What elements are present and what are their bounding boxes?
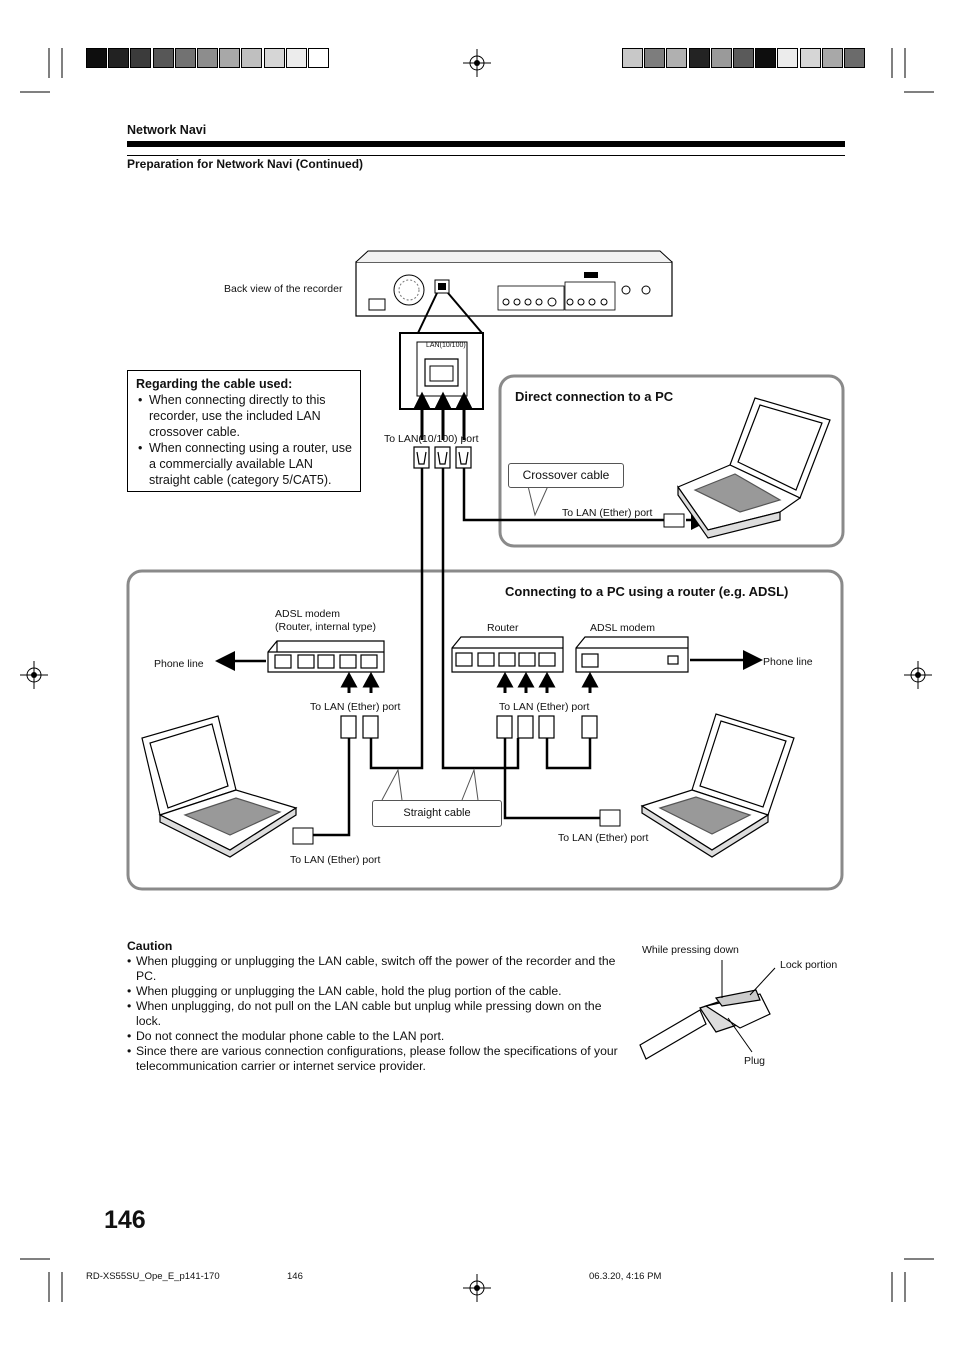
footer-file-name: RD-XS55SU_Ope_E_p141-170 (86, 1271, 220, 1282)
lock-portion-label: Lock portion (780, 959, 838, 971)
color-swatch (174, 48, 196, 68)
header-rule (127, 141, 845, 147)
laptop-left (141, 715, 298, 858)
adsl-modem-internal (267, 640, 385, 673)
list-item: Do not connect the modular phone cable t… (127, 1029, 622, 1044)
list-item: When connecting directly to this recorde… (136, 392, 354, 440)
lan-port-zoom (399, 332, 484, 410)
lan-port-tag: LAN(10/100) (426, 342, 466, 349)
color-swatch (688, 48, 710, 68)
list-item: Since there are various connection confi… (127, 1044, 622, 1074)
color-swatch (308, 48, 329, 68)
phone-line-left-label: Phone line (154, 658, 204, 670)
adsl-modem-internal-label-1: ADSL modem (275, 608, 340, 620)
subsection-title: Preparation for Network Navi (Continued) (127, 157, 364, 171)
to-lan-left-group-label: To LAN (Ether) port (310, 701, 401, 713)
color-swatch (219, 48, 241, 68)
cable-info-list: When connecting directly to this recorde… (136, 392, 354, 488)
color-swatch (666, 48, 688, 68)
color-swatch (821, 48, 843, 68)
footer-page-ref: 146 (287, 1271, 303, 1282)
direct-connection-panel (498, 374, 845, 548)
color-swatch (152, 48, 174, 68)
list-item: When connecting using a router, use a co… (136, 440, 354, 488)
caution-title: Caution (127, 939, 173, 953)
while-pressing-label: While pressing down (642, 944, 739, 956)
color-swatch (86, 48, 107, 68)
to-lan-right-pc-label: To LAN (Ether) port (558, 832, 649, 844)
color-swatch (197, 48, 218, 68)
adsl-modem-label: ADSL modem (590, 622, 655, 634)
plug-label: Plug (744, 1055, 766, 1067)
color-swatch (644, 48, 666, 68)
to-lan-left-pc-label: To LAN (Ether) port (290, 854, 381, 866)
list-item: When plugging or unplugging the LAN cabl… (127, 984, 622, 999)
router-device (451, 636, 564, 673)
router-connection-title: Connecting to a PC using a router (e.g. … (505, 584, 789, 599)
color-swatch (777, 48, 799, 68)
lan-plugs-router-area (340, 715, 598, 739)
to-lan-right-group-label: To LAN (Ether) port (499, 701, 590, 713)
color-swatch (130, 48, 152, 68)
color-swatch (844, 48, 865, 68)
color-swatch (799, 48, 821, 68)
caution-block: Caution When plugging or unplugging the … (127, 939, 622, 1074)
laptop-right (640, 713, 795, 858)
color-swatch (710, 48, 732, 68)
page-number: 146 (104, 1206, 146, 1234)
cable-info-box: Regarding the cable used: When connectin… (127, 370, 361, 492)
footer-timestamp: 06.3.20, 4:16 PM (589, 1271, 662, 1282)
crossover-cable-callout: Crossover cable (508, 463, 624, 488)
lan-plugs-recorder (413, 446, 472, 469)
caution-list: When plugging or unplugging the LAN cabl… (127, 954, 622, 1074)
color-swatch (108, 48, 130, 68)
list-item: When unplugging, do not pull on the LAN … (127, 999, 622, 1029)
header-thin-rule (127, 155, 845, 156)
list-item: When plugging or unplugging the LAN cabl… (127, 954, 622, 984)
to-lan-recorder-label: To LAN(10/100) port (384, 433, 479, 445)
straight-cable-callout: Straight cable (372, 800, 502, 827)
color-swatch (622, 48, 643, 68)
router-label: Router (487, 622, 519, 634)
cable-info-title: Regarding the cable used: (136, 377, 293, 391)
color-swatch (285, 48, 307, 68)
section-label: Network Navi (127, 123, 207, 137)
recorder-label: Back view of the recorder (224, 283, 343, 295)
color-swatch (733, 48, 754, 68)
recorder-back-panel (355, 250, 673, 317)
direct-connection-title: Direct connection to a PC (515, 389, 674, 404)
adsl-modem (575, 636, 689, 673)
color-swatch (241, 48, 263, 68)
phone-line-right-label: Phone line (763, 656, 813, 668)
lan-plug-illustration (639, 960, 776, 1060)
adsl-modem-internal-label-2: (Router, internal type) (275, 621, 376, 633)
laptop-direct (677, 397, 831, 539)
to-lan-direct-label: To LAN (Ether) port (562, 507, 653, 519)
router-connection-panel (126, 569, 844, 891)
color-swatch (755, 48, 777, 68)
color-swatch (263, 48, 285, 68)
